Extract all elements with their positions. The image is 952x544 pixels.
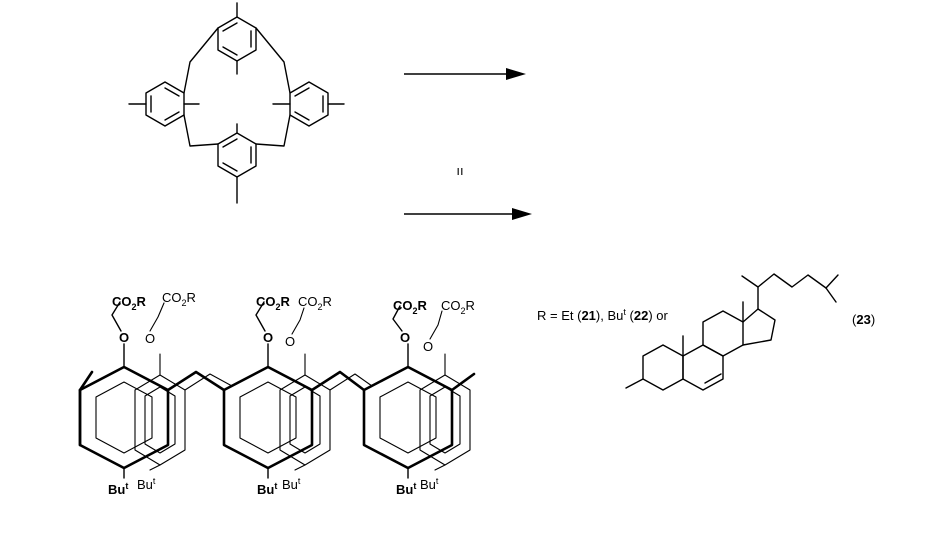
- reaction-arrow-1: [404, 68, 526, 80]
- starting-macrocycle: [128, 2, 345, 204]
- steroid-structure: [625, 273, 839, 391]
- r-definition: R = Et (21), But (22) or: [537, 307, 668, 323]
- oxygen-label: O: [263, 330, 273, 345]
- co2r-label: CO2R: [298, 294, 332, 312]
- co2r-label: CO2R: [256, 294, 291, 312]
- reagent-marker: ıı: [456, 163, 463, 178]
- oxygen-label: O: [145, 331, 155, 346]
- tbu-label-back-1: But: [137, 476, 156, 492]
- ester-arm-2b: O CO2R: [285, 294, 332, 349]
- ester-arm-3b: O CO2R: [423, 298, 475, 354]
- right-arene-ring: [272, 81, 345, 127]
- bottom-arene-ring: [217, 123, 257, 204]
- oxygen-label: O: [119, 330, 129, 345]
- ester-arm-1b: O CO2R: [145, 290, 196, 346]
- tbu-label-front-2: But: [257, 481, 277, 497]
- reaction-arrow-2: [404, 208, 532, 220]
- calix-bridges: [166, 370, 373, 392]
- co2r-label: CO2R: [441, 298, 475, 316]
- ester-arm-1a: O CO2R: [111, 294, 147, 345]
- tbu-label-back-2: But: [282, 476, 301, 492]
- top-arene-ring: [217, 2, 257, 75]
- calixarene-product: O CO2R O CO2R O CO2R O CO2R: [78, 290, 476, 497]
- tbu-labels: But But But But But But: [108, 476, 439, 497]
- methylene-bridges: [183, 27, 291, 147]
- co2r-label: CO2R: [162, 290, 196, 308]
- tbu-label-front-3: But: [396, 481, 416, 497]
- oxygen-label: O: [400, 330, 410, 345]
- calix-unit-3: [362, 343, 476, 479]
- tbu-label-front-1: But: [108, 481, 128, 497]
- left-arene-ring: [128, 81, 200, 127]
- co2r-label: CO2R: [112, 294, 147, 312]
- co2r-label: CO2R: [393, 298, 428, 316]
- oxygen-label: O: [423, 339, 433, 354]
- ester-arm-2a: O CO2R: [255, 294, 291, 345]
- oxygen-label: O: [285, 334, 295, 349]
- ester-arm-3a: O CO2R: [392, 298, 428, 345]
- steroid-compound-label: (23): [852, 312, 875, 327]
- calix-unit-2: [222, 343, 331, 479]
- calix-unit-1: [78, 343, 186, 479]
- tbu-label-back-3: But: [420, 476, 439, 492]
